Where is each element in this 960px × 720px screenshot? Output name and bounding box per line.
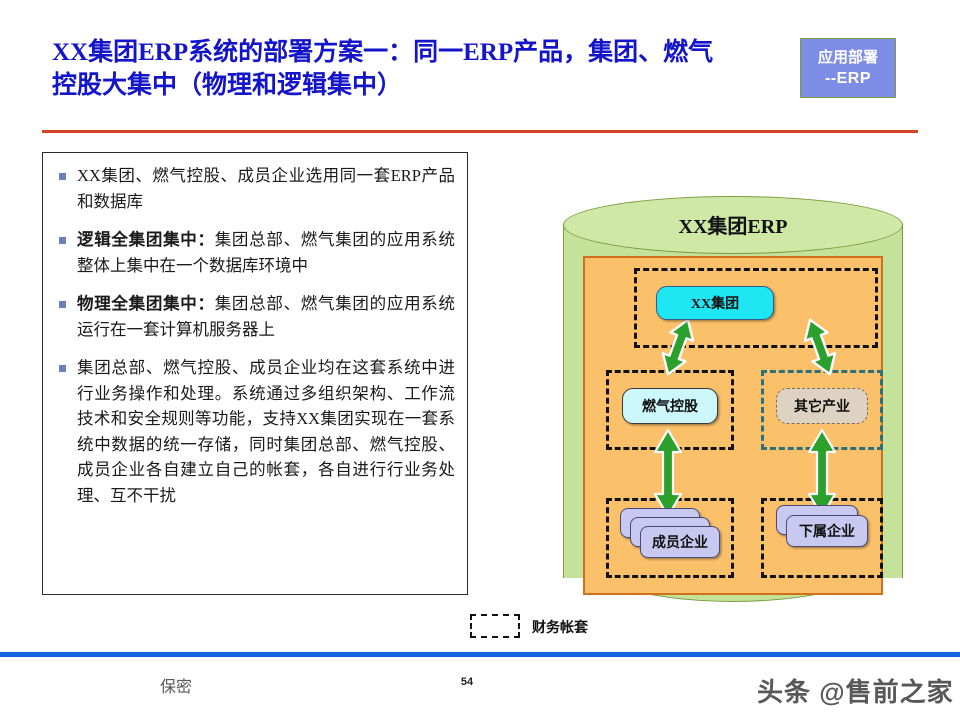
list-item-text: 集团总部、燃气集团的应用系统运行在一套计算机服务器上 <box>77 294 456 339</box>
arrow-gas-holding-to-member-enterprise <box>653 428 683 518</box>
node-subordinate-enterprise-stack: 下属企业 <box>776 505 876 557</box>
node-member-enterprise: 成员企业 <box>640 526 720 558</box>
title-divider <box>42 130 918 133</box>
bullet-square-icon <box>59 301 66 308</box>
legend-swatch-dashed-box <box>470 614 520 638</box>
page-title-line1: XX集团ERP系统的部署方案一：同一ERP产品，集团、燃气 <box>52 39 714 66</box>
cylinder-top-ellipse <box>563 196 903 254</box>
node-other-industry: 其它产业 <box>776 388 868 424</box>
bullet-square-icon <box>59 173 66 180</box>
cylinder-label: XX集团ERP <box>678 216 788 238</box>
bullet-list: XX集团、燃气控股、成员企业选用同一套ERP产品和数据库 逻辑全集团集中：集团总… <box>51 163 455 508</box>
list-item-text: 集团总部、燃气控股、成员企业均在这套系统中进行业务操作和处理。系统通过多组织架构… <box>77 358 455 505</box>
status-badge: 应用部署 --ERP <box>800 38 896 98</box>
list-item-lead: 逻辑全集团集中： <box>77 230 215 249</box>
bullet-square-icon <box>59 237 66 244</box>
list-item-lead: 物理全集团集中： <box>77 294 215 313</box>
list-item: 逻辑全集团集中：集团总部、燃气集团的应用系统整体上集中在一个数据库环境中 <box>51 227 455 278</box>
list-item: 物理全集团集中：集团总部、燃气集团的应用系统运行在一套计算机服务器上 <box>51 291 455 342</box>
status-badge-line2: --ERP <box>824 70 872 87</box>
node-subordinate-enterprise: 下属企业 <box>786 515 868 547</box>
page-title-line2: 控股大集中（物理和逻辑集中） <box>52 72 403 99</box>
status-badge-line1: 应用部署 <box>817 49 878 66</box>
page-title: XX集团ERP系统的部署方案一：同一ERP产品，集团、燃气 控股大集中（物理和逻… <box>52 36 772 102</box>
list-item: 集团总部、燃气控股、成员企业均在这套系统中进行业务操作和处理。系统通过多组织架构… <box>51 355 455 508</box>
page-number: 54 <box>460 676 474 688</box>
bullet-square-icon <box>59 365 66 372</box>
account-set-frame-group <box>634 268 878 348</box>
list-item: XX集团、燃气控股、成员企业选用同一套ERP产品和数据库 <box>51 163 455 214</box>
footer-confidential-label: 保密 <box>160 679 193 696</box>
node-gas-holding: 燃气控股 <box>622 388 718 424</box>
legend-label: 财务帐套 <box>532 621 588 636</box>
node-group: XX集团 <box>656 286 774 320</box>
arrow-group-to-gas-holding <box>661 318 695 376</box>
bullet-panel: XX集团、燃气控股、成员企业选用同一套ERP产品和数据库 逻辑全集团集中：集团总… <box>42 152 468 595</box>
list-item-text: 集团总部、燃气集团的应用系统整体上集中在一个数据库环境中 <box>77 230 456 275</box>
footer-bar <box>0 652 960 657</box>
watermark: 头条 @售前之家 <box>757 677 954 707</box>
arrow-group-to-other-industry <box>803 318 837 376</box>
list-item-text: XX集团、燃气控股、成员企业选用同一套ERP产品和数据库 <box>77 166 455 211</box>
node-member-enterprise-stack: 成员企业 <box>620 508 724 564</box>
legend: 财务帐套 <box>470 612 650 642</box>
